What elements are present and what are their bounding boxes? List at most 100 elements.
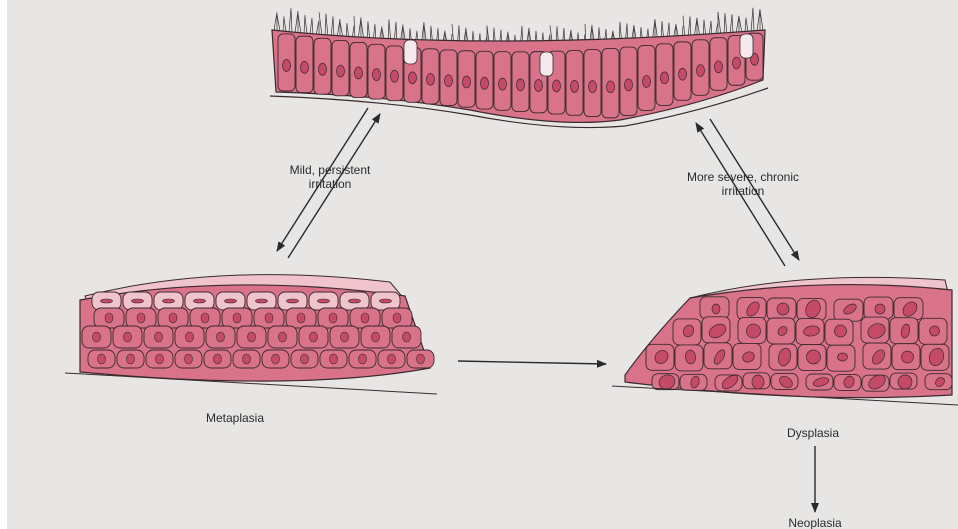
squamous-cell-nucleus — [310, 332, 318, 342]
squamous-cell-nucleus — [287, 299, 299, 303]
squamous-cell-nucleus — [361, 313, 369, 323]
squamous-cell-nucleus — [163, 299, 175, 303]
columnar-cell-nucleus — [319, 63, 327, 75]
columnar-cell-nucleus — [679, 68, 687, 80]
severe-irritation-line1: More severe, chronic — [673, 170, 813, 184]
squamous-cell-nucleus — [417, 354, 425, 364]
columnar-cell-nucleus — [733, 57, 741, 69]
cilium — [316, 20, 319, 35]
squamous-cell-nucleus — [185, 354, 193, 364]
columnar-cell-nucleus — [445, 75, 453, 87]
cilium — [331, 16, 333, 37]
squamous-cell-nucleus — [132, 299, 144, 303]
squamous-cell-nucleus — [301, 354, 309, 364]
squamous-cell-nucleus — [256, 299, 268, 303]
squamous-cell-nucleus — [318, 299, 330, 303]
cilium — [757, 9, 760, 31]
cilium — [751, 8, 753, 32]
cilium — [718, 12, 721, 35]
squamous-cell-nucleus — [388, 354, 396, 364]
goblet-cell — [404, 40, 417, 64]
goblet-cell — [540, 52, 553, 76]
squamous-cell-nucleus — [330, 354, 338, 364]
squamous-cell-nucleus — [217, 332, 225, 342]
squamous-cell-nucleus — [349, 299, 361, 303]
cilium — [725, 14, 727, 35]
squamous-cell-nucleus — [329, 313, 337, 323]
cilium — [284, 18, 286, 32]
squamous-cell-nucleus — [93, 332, 101, 342]
dysplastic-nucleus — [752, 375, 764, 389]
columnar-cell-nucleus — [535, 79, 543, 91]
squamous-cell-nucleus — [137, 313, 145, 323]
cilium — [298, 14, 301, 34]
severe-irritation-line2: irritation — [673, 184, 813, 198]
cilium — [277, 15, 280, 31]
squamous-cell-nucleus — [127, 354, 135, 364]
columnar-cell-nucleus — [553, 80, 561, 92]
cilium — [739, 17, 742, 33]
cilium — [333, 18, 334, 38]
squamous-cell-nucleus — [105, 313, 113, 323]
dysplastic-nucleus — [712, 304, 720, 314]
squamous-cell-nucleus — [98, 354, 106, 364]
severe-irritation-label: More severe, chronic irritation — [673, 170, 813, 198]
squamous-cell-nucleus — [101, 299, 113, 303]
columnar-cell-nucleus — [625, 79, 633, 91]
columnar-cell-nucleus — [355, 67, 363, 79]
squamous-cell-nucleus — [155, 332, 163, 342]
cilium — [319, 12, 322, 36]
squamous-cell-nucleus — [248, 332, 256, 342]
cilium — [295, 11, 298, 33]
squamous-cell-nucleus — [201, 313, 209, 323]
columnar-cell-nucleus — [391, 70, 399, 82]
metaplasia-label: Metaplasia — [195, 411, 275, 425]
squamous-cell-nucleus — [393, 313, 401, 323]
cilium — [746, 18, 748, 32]
columnar-cell-nucleus — [643, 75, 651, 87]
squamous-cell-nucleus — [341, 332, 349, 342]
columnar-cell-nucleus — [607, 81, 615, 93]
cilium — [753, 8, 754, 31]
neoplasia-label: Neoplasia — [775, 516, 855, 529]
columnar-cell-nucleus — [283, 59, 291, 71]
squamous-cell-nucleus — [359, 354, 367, 364]
squamous-cell-nucleus — [279, 332, 287, 342]
columnar-cell-nucleus — [301, 61, 309, 73]
squamous-cell-nucleus — [243, 354, 251, 364]
squamous-cell-nucleus — [372, 332, 380, 342]
mild-irritation-line1: Mild, persistent — [270, 163, 390, 177]
cilium — [289, 8, 291, 32]
squamous-cell-nucleus — [194, 299, 206, 303]
squamous-cell-nucleus — [169, 313, 177, 323]
squamous-cell-nucleus — [265, 313, 273, 323]
cilium — [724, 13, 725, 35]
columnar-cell-nucleus — [463, 76, 471, 88]
cilium — [760, 10, 763, 30]
mild-irritation-line2: irritation — [270, 177, 390, 191]
columnar-epithelium — [270, 8, 768, 128]
squamous-cell-nucleus — [124, 332, 132, 342]
cilium — [310, 18, 312, 35]
squamous-cell-nucleus — [186, 332, 194, 342]
squamous-cell-nucleus — [214, 354, 222, 364]
columnar-cell-nucleus — [697, 65, 705, 77]
squamous-cell-nucleus — [297, 313, 305, 323]
arrow-metaplasia-to-dysplasia — [458, 361, 606, 364]
cilium — [736, 16, 739, 34]
metaplasia-cells — [82, 292, 434, 368]
dysplasia-tissue — [612, 277, 958, 405]
columnar-cell-nucleus — [571, 80, 579, 92]
columnar-cell-nucleus — [715, 61, 723, 73]
metaplasia-tissue — [65, 275, 437, 394]
squamous-cell-nucleus — [380, 299, 392, 303]
cilium — [291, 10, 292, 33]
cilium — [730, 14, 732, 34]
columnar-cell-nucleus — [661, 72, 669, 84]
squamous-cell-nucleus — [403, 332, 411, 342]
goblet-cell — [740, 34, 753, 58]
mild-irritation-label: Mild, persistent irritation — [270, 163, 390, 191]
columnar-cell-nucleus — [409, 72, 417, 84]
